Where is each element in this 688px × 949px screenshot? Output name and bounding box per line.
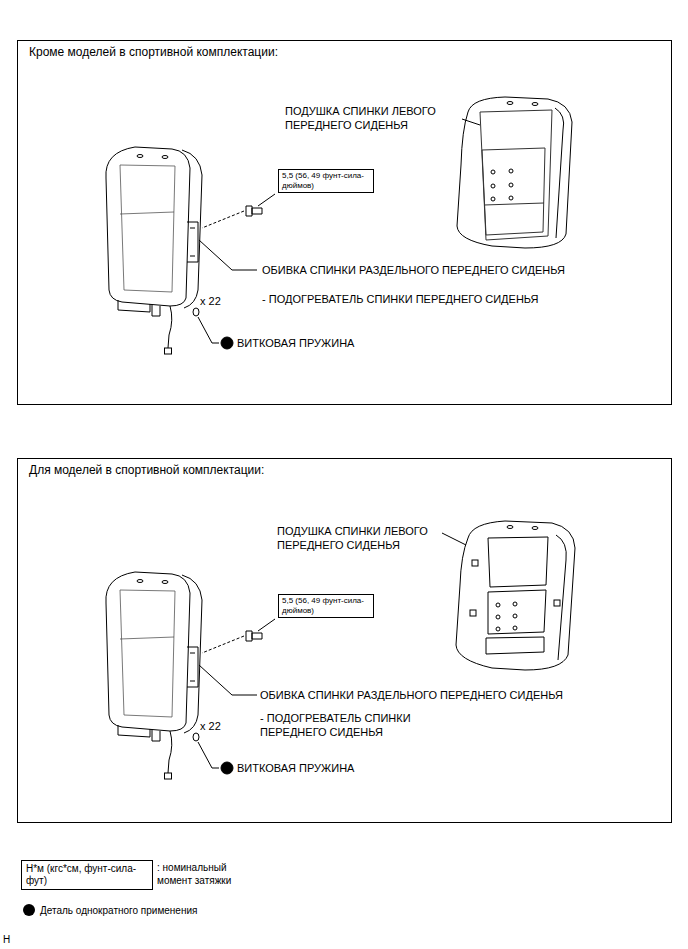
seatback-cushion xyxy=(507,102,513,105)
seatback-cushion xyxy=(456,521,575,670)
seatback-cushion xyxy=(509,183,513,187)
variant-panel: Кроме моделей в спортивной комплектации:… xyxy=(17,40,672,405)
legend-torque-box: Н*м (кгс*см, фунт-сила-фут) xyxy=(21,860,153,890)
torque-box: 5,5 (56, 49 фунт-сила-дюймов) xyxy=(278,169,374,193)
seat-back-cover xyxy=(106,147,275,354)
part-name-holder: ВИТКОВАЯ ПРУЖИНА xyxy=(237,336,354,350)
seatback-cushion xyxy=(513,614,517,618)
torque-value: Н*м (кгс*см, фунт-сила-фут) xyxy=(26,863,148,887)
torque-value: 5,5 (56, 49 фунт-сила-дюймов) xyxy=(282,171,370,191)
part-name-holder: ОБИВКА СПИНКИ РАЗДЕЛЬНОГО ПЕРЕДНЕГО СИДЕ… xyxy=(262,263,565,277)
quantity-holder: x 22 xyxy=(200,719,221,733)
legend-text: Деталь однократного применения xyxy=(40,904,197,917)
seatback-cushion xyxy=(496,603,500,607)
seatback-cushion xyxy=(554,600,560,606)
seatback-cushion xyxy=(507,526,513,529)
part-name: ПОДУШКА СПИНКИ ЛЕВОГО ПЕРЕДНЕГО СИДЕНЬЯ xyxy=(285,104,470,132)
seatback-cushion xyxy=(513,626,517,630)
legend-text-holder: Деталь однократного применения xyxy=(40,904,197,917)
seatback-cushion xyxy=(457,97,572,248)
panel-heading: Кроме моделей в спортивной комплектации: xyxy=(18,41,671,63)
seatback-cushion xyxy=(532,103,538,106)
seatback-cushion xyxy=(556,535,566,660)
panel-heading: Для моделей в спортивной комплектации: xyxy=(18,459,671,481)
seatback-cushion xyxy=(472,560,478,566)
quantity-holder: x 22 xyxy=(200,294,221,308)
seatback-cushion xyxy=(496,615,500,619)
legend-text-holder: : номинальный момент затяжки xyxy=(157,861,252,887)
seatback-cushion xyxy=(496,627,500,631)
seatback-cushion xyxy=(480,110,552,240)
seatback-cushion xyxy=(491,170,495,174)
seatback-cushion xyxy=(462,119,480,125)
part-name-holder: ВИТКОВАЯ ПРУЖИНА xyxy=(237,761,354,775)
part-name-holder: ПОДУШКА СПИНКИ ЛЕВОГО ПЕРЕДНЕГО СИДЕНЬЯ xyxy=(285,104,470,132)
seatback-cushion xyxy=(442,533,466,545)
figure-code-holder: H xyxy=(3,933,10,946)
part-name: ПОДУШКА СПИНКИ ЛЕВОГО ПЕРЕДНЕГО СИДЕНЬЯ xyxy=(277,524,452,552)
seatback-cushion xyxy=(482,148,545,235)
part-name-holder: - ПОДОГРЕВАТЕЛЬ СПИНКИ ПЕРЕДНЕГО СИДЕНЬЯ xyxy=(260,711,440,739)
torque-value: 5,5 (56, 49 фунт-сила-дюймов) xyxy=(282,596,370,616)
seatback-cushion xyxy=(457,97,572,248)
seat-back-cover xyxy=(106,572,275,779)
seatback-cushion xyxy=(509,196,513,200)
seatback-cushion xyxy=(488,590,546,634)
part-name: ОБИВКА СПИНКИ РАЗДЕЛЬНОГО ПЕРЕДНЕГО СИДЕ… xyxy=(262,263,565,277)
seatback-cushion xyxy=(491,184,495,188)
figure-code: H xyxy=(3,933,10,946)
seatback-cushion xyxy=(484,203,544,205)
legend-text: : номинальный момент затяжки xyxy=(157,861,252,887)
seatback-cushion xyxy=(488,537,548,587)
part-name: ВИТКОВАЯ ПРУЖИНА xyxy=(237,336,354,350)
part-name-holder: - ПОДОГРЕВАТЕЛЬ СПИНКИ ПЕРЕДНЕГО СИДЕНЬЯ xyxy=(262,292,539,306)
seatback-cushion xyxy=(442,521,575,670)
torque-box: 5,5 (56, 49 фунт-сила-дюймов) xyxy=(278,594,374,618)
quantity: x 22 xyxy=(200,294,221,308)
seatback-cushion xyxy=(513,602,517,606)
seatback-cushion xyxy=(470,610,476,616)
part-name-holder: ПОДУШКА СПИНКИ ЛЕВОГО ПЕРЕДНЕГО СИДЕНЬЯ xyxy=(277,524,452,552)
part-name: - ПОДОГРЕВАТЕЛЬ СПИНКИ ПЕРЕДНЕГО СИДЕНЬЯ xyxy=(262,292,539,306)
one-time-use-mark xyxy=(23,904,35,916)
part-name: ОБИВКА СПИНКИ РАЗДЕЛЬНОГО ПЕРЕДНЕГО СИДЕ… xyxy=(260,688,563,702)
seatback-cushion xyxy=(486,637,544,654)
seatback-cushion xyxy=(491,197,495,201)
quantity: x 22 xyxy=(200,719,221,733)
part-name: - ПОДОГРЕВАТЕЛЬ СПИНКИ ПЕРЕДНЕГО СИДЕНЬЯ xyxy=(260,711,440,739)
seatback-cushion xyxy=(532,527,538,530)
seatback-cushion xyxy=(509,169,513,173)
part-name: ВИТКОВАЯ ПРУЖИНА xyxy=(237,761,354,775)
seatback-cushion xyxy=(555,108,564,238)
part-name-holder: ОБИВКА СПИНКИ РАЗДЕЛЬНОГО ПЕРЕДНЕГО СИДЕ… xyxy=(260,688,563,702)
